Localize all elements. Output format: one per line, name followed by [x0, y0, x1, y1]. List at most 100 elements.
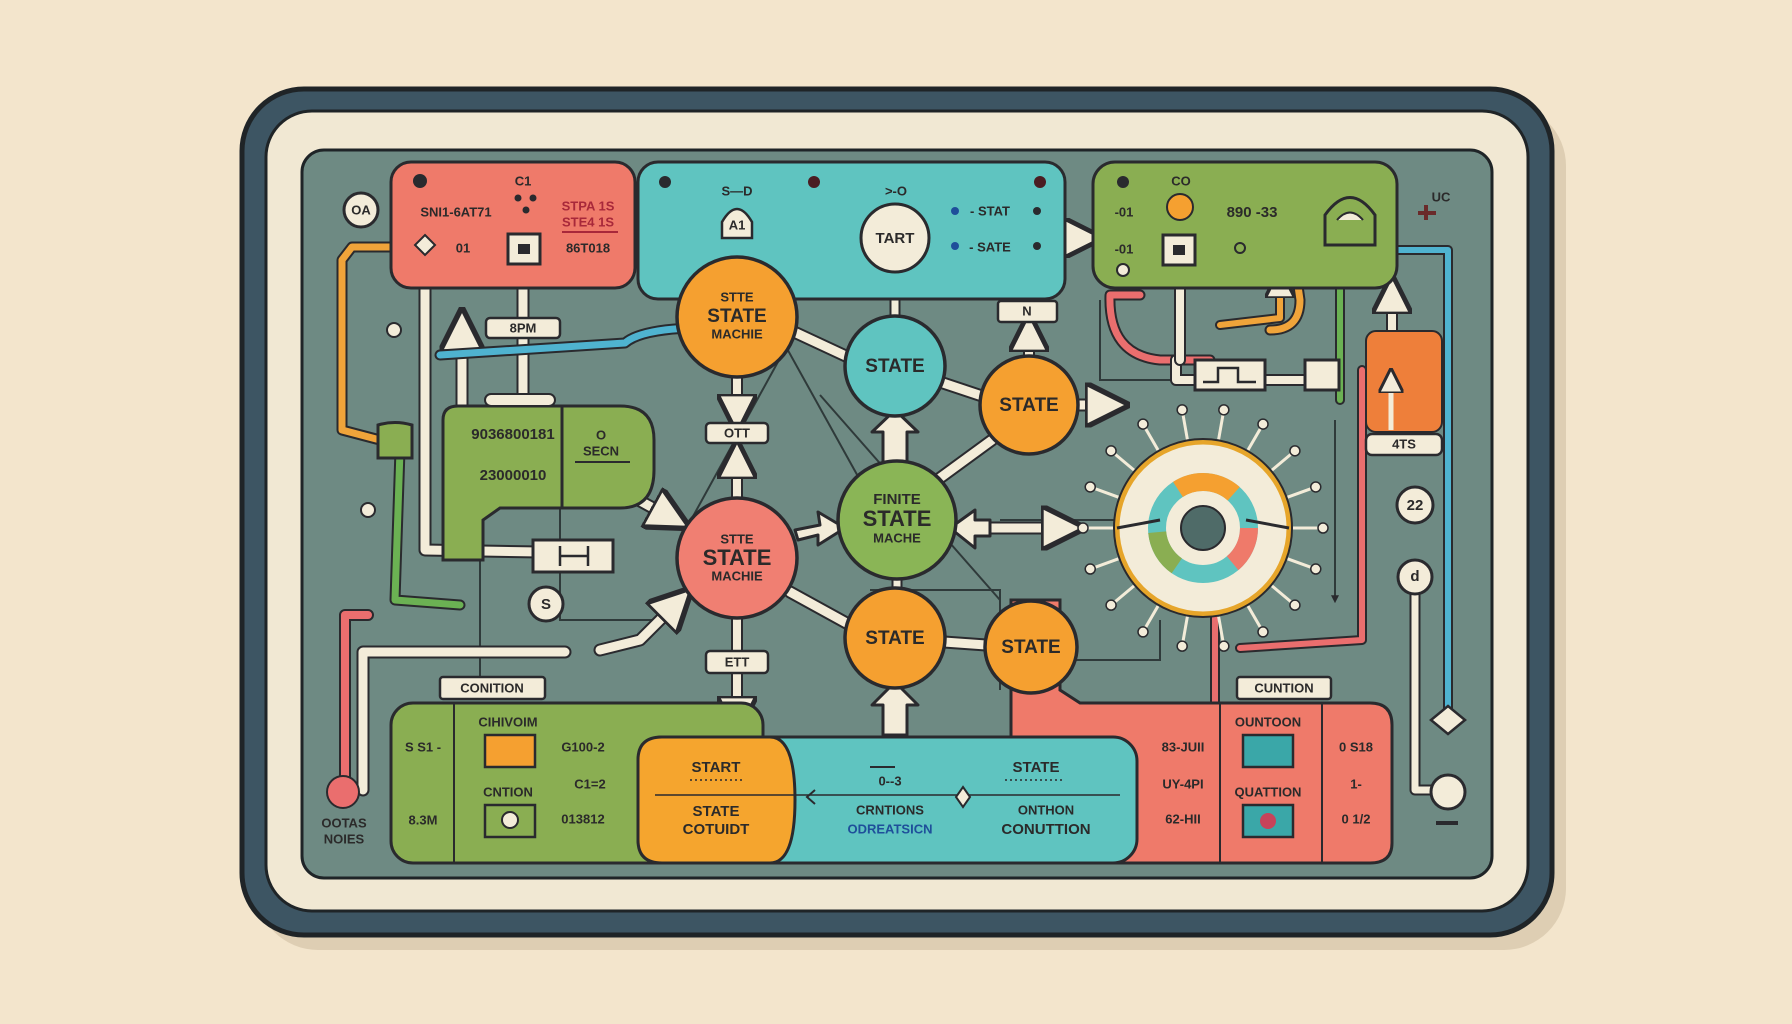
top-right-green-box: CO -01 -01 890 -33 [1091, 160, 1399, 290]
wheel-spoke-tip [1137, 418, 1149, 430]
three-dots-icon [514, 194, 537, 214]
state-node-bottom-right-orange[interactable]: STATE [983, 599, 1079, 695]
notes-line1: OOTAS [321, 815, 367, 830]
wheel-spoke-tip [1289, 445, 1301, 457]
top-left-code: SNI1-6AT71 [420, 204, 491, 219]
arrow-green-left-in [948, 508, 992, 550]
diamond-pin-icon [413, 233, 437, 257]
node-label-small: FINITE [873, 491, 921, 508]
red-panel-right2: 1- [1350, 776, 1362, 791]
node-label-sub: MACHE [873, 530, 921, 545]
square-wave-component [1193, 358, 1267, 392]
bottom-onthon-label: ONTHON [1018, 802, 1074, 817]
green-v1: -01 [1115, 204, 1134, 219]
orange-indicator-icon [1166, 193, 1194, 221]
arrow-red-to-green [793, 510, 847, 547]
start-node[interactable] [859, 202, 931, 274]
red-panel-header1: OUNTOON [1235, 714, 1301, 729]
state-node-teal[interactable]: STATE [843, 314, 947, 418]
small-labels: OA 8PM OTT ETT N S CONITION CUNTION OOTA… [321, 191, 1333, 846]
wheel-spoke-tip [1257, 418, 1269, 430]
bottom-conution-label: CONUTTION [1001, 821, 1090, 838]
top-left-red-box: SNI1-6AT71 C1 01 STPA 1S STE4 1S 86T018 [389, 160, 637, 290]
state-node-top-orange[interactable]: STTE STATE MACHIE [675, 255, 799, 379]
edge-green-orange [935, 435, 997, 483]
red-terminal [326, 775, 360, 809]
top-left-value: 01 [456, 240, 470, 255]
red-panel-left1: 83-JUII [1162, 739, 1205, 754]
green-value: 890 -33 [1227, 204, 1278, 221]
teal-indicator-icon [1241, 733, 1295, 769]
wire-right-orange [1266, 226, 1304, 334]
badge-d [1396, 558, 1434, 596]
bottom-start-label: START [692, 759, 741, 776]
wheel-spoke-tip [1257, 626, 1269, 638]
wire-red-left [341, 611, 372, 789]
state-node-left-red[interactable]: STTE STATE MACHIE [675, 496, 799, 620]
top-left-line3: 86T018 [566, 240, 610, 255]
state-node-right-orange[interactable]: STATE [978, 354, 1080, 456]
green-panel-val3: 013812 [561, 811, 604, 826]
wheel-spoke-tip [1105, 599, 1117, 611]
wheel-spoke-tip [1317, 522, 1329, 534]
resistor-component [531, 538, 615, 574]
s-label: S [541, 596, 551, 613]
node-label-sub: MACHIE [711, 326, 763, 341]
right-components: 4TS 22 d [1193, 330, 1467, 825]
wheel-spoke-tip [1137, 626, 1149, 638]
s-badge [527, 585, 565, 623]
teal-label-left: S—D [721, 183, 752, 198]
bottom-cotuidt-label: COTUIDT [683, 821, 750, 838]
node-label-main: STATE [707, 306, 766, 327]
wire-bottom-to-red [595, 600, 680, 655]
green-panel-left1: S S1 - [405, 739, 441, 754]
red-panel-header2: QUATTION [1235, 784, 1302, 799]
wire-orange-left [338, 243, 395, 444]
bottom-state-label: STATE [693, 803, 740, 820]
state-node-center-green[interactable]: FINITE STATE MACHE [836, 459, 958, 581]
terminal-dot [360, 502, 376, 518]
terminal-dot [386, 322, 402, 338]
connector-glyph-icon [1418, 205, 1436, 220]
four-ts-label: 4TS [1392, 436, 1416, 451]
green-co: CO [1171, 173, 1191, 188]
badge-22 [1395, 485, 1435, 525]
bottom-odreatsicn-label: ODREATSICN [848, 821, 933, 836]
orange-output-block [1365, 330, 1443, 433]
green-block-value2: 23000010 [480, 467, 547, 484]
state-node-bottom-orange[interactable]: STATE [843, 586, 947, 690]
wire-green-left [391, 446, 464, 609]
state-nodes: STTE STATE MACHIE STATE STATE FINITE STA… [675, 255, 1080, 695]
wheel-spoke-tip [1218, 640, 1230, 652]
wire-bottom-left [358, 647, 570, 795]
ett-label: ETT [725, 654, 750, 669]
spm-label: 8PM [510, 320, 537, 335]
diamond-junction-icon [1429, 704, 1467, 736]
green-v2: -01 [1115, 241, 1134, 256]
node-label-main: STATE [703, 545, 772, 570]
node-label-main: STATE [999, 395, 1058, 416]
edge-orange-teal [787, 326, 855, 363]
bottom-state-right-label: STATE [1013, 759, 1060, 776]
legend-sate: - SATE [969, 239, 1011, 254]
legend-stat: - STAT [970, 203, 1010, 218]
diamond-icon [954, 785, 972, 809]
red-panel-left2: UY-4PI [1162, 776, 1203, 791]
top-left-c1: C1 [515, 173, 532, 188]
node-label-small: STTE [720, 531, 754, 546]
condition-right-label: CUNTION [1254, 680, 1313, 695]
condition-left-label: CONITION [460, 680, 524, 695]
green-block-value1: 9036800181 [471, 426, 554, 443]
oa-label: OA [351, 202, 371, 217]
uc-label: UC [1432, 189, 1451, 204]
node-label-main: STATE [863, 506, 932, 531]
badge-22-label: 22 [1407, 497, 1424, 514]
wheel-spoke-tip [1084, 481, 1096, 493]
bottom-center-panel: START STATE COTUIDT 0--3 CRNTIONS ODREAT… [636, 735, 1139, 865]
ott-label: OTT [724, 425, 750, 440]
node-label-main: STATE [865, 628, 924, 649]
left-green-block: 9036800181 23000010 O SECN [441, 404, 656, 562]
green-panel-header1: CIHIVOIM [478, 714, 537, 729]
wheel-spoke-tip [1084, 563, 1096, 575]
